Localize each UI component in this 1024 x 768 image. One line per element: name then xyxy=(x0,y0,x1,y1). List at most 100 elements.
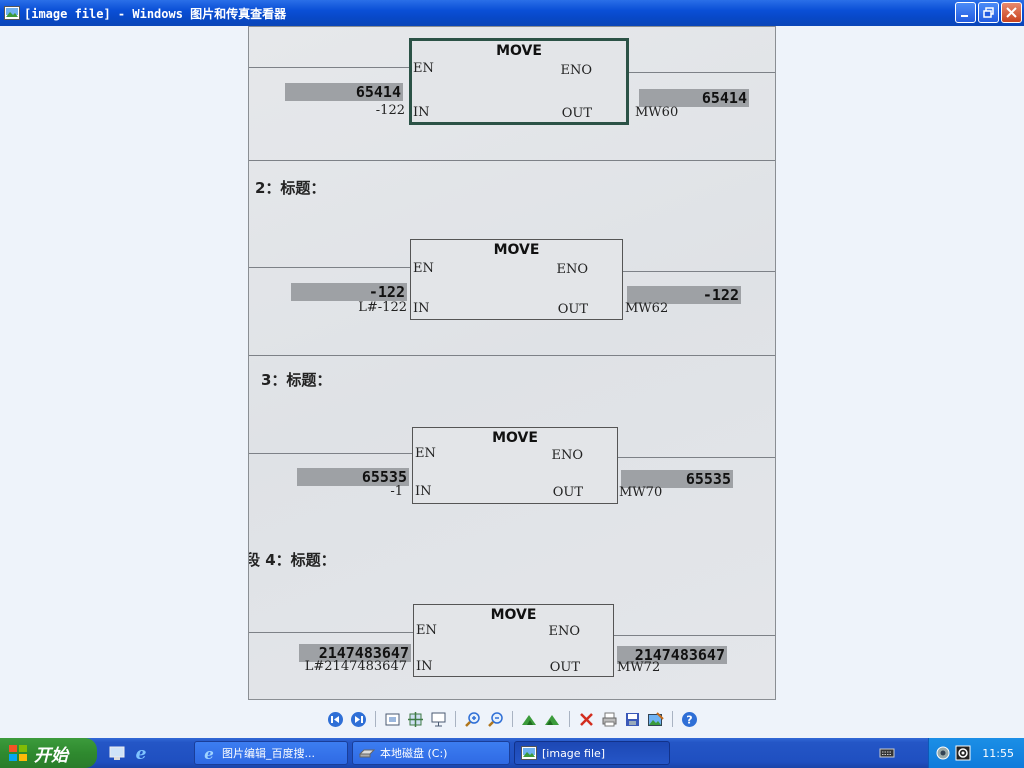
pin-out: OUT xyxy=(557,302,588,317)
pin-in: IN xyxy=(413,301,430,316)
windows-logo-icon xyxy=(9,745,27,761)
task-image-viewer[interactable]: [image file] xyxy=(514,741,670,765)
pin-en: EN xyxy=(415,446,436,461)
minimize-icon xyxy=(961,15,968,17)
print-icon xyxy=(602,712,617,726)
move-block: MOVE EN ENO IN OUT xyxy=(410,239,623,320)
previous-image-icon xyxy=(328,711,343,727)
network-divider xyxy=(249,355,775,356)
system-tray: 11:55 xyxy=(928,738,1024,768)
show-desktop-icon[interactable] xyxy=(108,744,126,762)
svg-text:e: e xyxy=(204,745,214,761)
pin-out: OUT xyxy=(549,660,580,675)
zoom-in-button[interactable] xyxy=(463,710,482,729)
out-operand: MW62 xyxy=(625,301,669,316)
rung-line xyxy=(249,632,415,633)
task-label: 图片编辑_百度搜... xyxy=(222,747,315,760)
in-value: -122 xyxy=(291,283,407,301)
in-value: 65535 xyxy=(297,468,409,486)
title-bar[interactable]: [image file] - Windows 图片和传真查看器 xyxy=(0,0,1024,26)
delete-button[interactable] xyxy=(577,710,596,729)
toolbar-separator xyxy=(375,711,376,727)
pin-eno: ENO xyxy=(556,262,588,277)
rotate-counterclockwise-icon xyxy=(545,714,559,725)
slideshow-icon xyxy=(431,712,446,726)
pin-eno: ENO xyxy=(551,448,583,463)
pin-eno: ENO xyxy=(548,624,580,639)
window-title: [image file] - Windows 图片和传真查看器 xyxy=(24,6,287,21)
pin-en: EN xyxy=(413,261,434,276)
restore-button[interactable] xyxy=(978,2,999,23)
toolbar-separator xyxy=(672,711,673,727)
task-label: [image file] xyxy=(542,746,606,760)
in-value: 65414 xyxy=(285,83,403,101)
save-button[interactable] xyxy=(623,710,642,729)
pin-in: IN xyxy=(413,105,430,120)
out-operand: MW70 xyxy=(619,485,663,500)
rotate-clockwise-button[interactable] xyxy=(520,710,539,729)
edit-icon xyxy=(648,711,664,726)
restore-icon xyxy=(983,7,994,18)
out-operand: MW60 xyxy=(635,105,679,120)
network-title: 段 4：标题： xyxy=(248,551,336,569)
next-image-icon xyxy=(351,711,366,727)
image-viewer-icon xyxy=(521,746,537,760)
actual-size-button[interactable] xyxy=(406,710,425,729)
block-name: MOVE xyxy=(490,607,537,623)
task-label: 本地磁盘 (C:) xyxy=(380,747,448,760)
close-icon xyxy=(1006,7,1017,18)
volume-icon[interactable] xyxy=(955,745,971,761)
pin-eno: ENO xyxy=(560,63,592,78)
rung-line xyxy=(617,457,775,458)
out-value: -122 xyxy=(627,286,741,304)
viewer-toolbar: ? xyxy=(326,709,699,729)
task-explorer[interactable]: 本地磁盘 (C:) xyxy=(352,741,510,765)
minimize-button[interactable] xyxy=(955,2,976,23)
slideshow-button[interactable] xyxy=(429,710,448,729)
pin-out: OUT xyxy=(561,106,592,121)
drive-icon xyxy=(359,749,375,758)
in-operand: L#2147483647 xyxy=(304,659,407,674)
start-button[interactable]: 开始 xyxy=(0,738,97,768)
pin-out: OUT xyxy=(552,485,583,500)
block-name: MOVE xyxy=(492,430,538,446)
image-viewer-icon xyxy=(4,6,20,20)
out-operand: MW72 xyxy=(617,660,661,675)
delete-icon xyxy=(580,712,593,726)
ie-icon[interactable]: e xyxy=(132,744,150,762)
block-name: MOVE xyxy=(496,43,542,59)
toolbar-separator xyxy=(512,711,513,727)
rung-line xyxy=(627,72,775,73)
network-icon[interactable] xyxy=(935,745,951,761)
print-button[interactable] xyxy=(600,710,619,729)
best-fit-icon xyxy=(385,713,400,725)
pin-en: EN xyxy=(413,61,434,76)
network-title: 3：标题： xyxy=(261,371,332,389)
best-fit-button[interactable] xyxy=(383,710,402,729)
next-image-button[interactable] xyxy=(349,710,368,729)
pin-in: IN xyxy=(416,659,433,674)
previous-image-button[interactable] xyxy=(326,710,345,729)
rung-line xyxy=(249,453,413,454)
task-browser[interactable]: e 图片编辑_百度搜... xyxy=(194,741,348,765)
rotate-counterclockwise-button[interactable] xyxy=(543,710,562,729)
save-icon xyxy=(626,712,639,726)
help-button[interactable]: ? xyxy=(680,710,699,729)
in-operand: -1 xyxy=(390,484,403,499)
rung-line xyxy=(621,271,775,272)
in-operand: L#-122 xyxy=(358,300,407,315)
edit-button[interactable] xyxy=(646,710,665,729)
zoom-out-icon xyxy=(488,711,503,727)
actual-size-icon xyxy=(408,711,423,727)
keyboard-icon[interactable] xyxy=(878,744,896,762)
network-title: 2：标题： xyxy=(255,179,326,197)
pin-in: IN xyxy=(415,484,432,499)
rung-line xyxy=(613,635,775,636)
ie-icon: e xyxy=(204,745,214,761)
clock: 11:55 xyxy=(982,746,1014,760)
toolbar-separator xyxy=(569,711,570,727)
close-button[interactable] xyxy=(1001,2,1022,23)
taskbar: 开始 e e 图片编辑_百度搜... 本地磁盘 (C:) [image file… xyxy=(0,738,1024,768)
zoom-out-button[interactable] xyxy=(486,710,505,729)
start-label: 开始 xyxy=(34,745,68,766)
